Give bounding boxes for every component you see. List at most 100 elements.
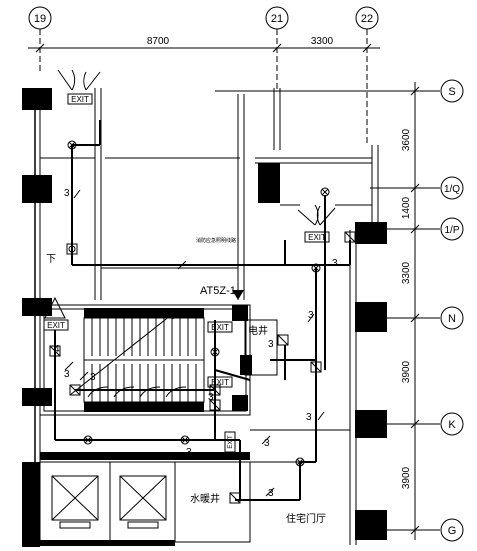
elec-shaft-label: 电井 [248,324,268,337]
column [22,298,52,316]
wire-count-label: 3 [208,392,214,403]
light-fixture-icon [311,263,321,273]
axis-label-S: S [448,86,455,98]
wire-count-marks [64,189,325,497]
wire-count-label: 3 [64,188,70,199]
grid-axis-S: S [215,79,464,103]
wall-light-icon [69,384,81,396]
column [355,410,387,438]
column [22,388,52,406]
door-right-block [297,204,336,226]
down-label: 下 [46,254,56,265]
elevator-left [51,475,99,529]
wall-light-fixtures [49,231,356,504]
wall-segment [40,540,110,546]
grid-axis-22: 22 [355,6,379,145]
grid-axis-G: G [386,518,464,542]
dim-right-4: 3900 [401,360,412,383]
wire-count-label: 3 [264,438,270,449]
dim-top-1: 8700 [147,36,170,47]
wire-count-label: 3 [268,488,274,499]
exit-label: EXIT [71,95,89,104]
column [355,510,387,540]
light-fixture-icon [295,457,305,467]
column [355,302,387,332]
wall-light-icon [277,334,289,346]
dim-right-2: 1400 [401,196,412,219]
grid-axis-19: 19 [28,6,52,72]
wall-light-icon [310,361,322,373]
exit-label: EXIT [211,378,229,387]
light-fixture-icon [210,347,220,357]
wall-light-icon [344,231,356,243]
cable-note-label: 消防应急照明线路 [196,237,236,244]
grid-axis-K: K [386,412,464,436]
right-dimension: 3600 1400 3300 3900 3900 [401,82,420,540]
column [22,462,40,547]
water-shaft-label: 水暖井 [190,492,220,505]
exit-signs: EXIT EXIT EXIT EXIT EXIT EXIT [43,93,330,453]
dim-right-1: 3600 [401,128,412,151]
light-fixture-icon [320,187,330,197]
top-dimension: 8700 3300 [28,36,380,53]
axis-label-21: 21 [271,13,283,25]
elevator-right [119,475,167,529]
emergency-wiring [54,120,351,501]
exit-sign-icon: EXIT [207,376,233,388]
column [355,222,387,244]
wire-count-label: 3 [268,339,274,350]
lobby-label: 住宅门厅 [286,512,326,525]
wire-count-label: 3 [308,310,314,321]
wire-count-label: 3 [90,372,96,383]
axis-label-N: N [448,313,456,325]
exit-label: EXIT [228,435,234,449]
wall-light-icon [49,345,61,357]
axis-label-22: 22 [361,13,373,25]
axis-label-1P: 1/P [444,225,459,236]
distribution-panel [232,290,252,375]
staircase [44,296,205,403]
axis-label-1Q: 1/Q [444,184,460,195]
light-fixture-icon [180,435,190,445]
light-fixture-icon [83,435,93,445]
light-fixture-icon [67,140,77,150]
wall-segment [84,308,204,318]
exit-sign-icon: EXIT [207,321,233,333]
column [232,395,248,411]
grid-axis-1Q: 1/Q [370,176,464,200]
wire-count-label: 3 [64,369,70,380]
emergency-light-fixtures [67,140,330,467]
exit-sign-icon: EXIT [43,319,69,331]
axis-label-K: K [448,419,456,431]
column [22,175,52,203]
wall-light-icon [229,492,241,504]
exit-sign-icon: EXIT [67,93,93,105]
column [258,163,280,203]
wire-count-label: 3 [332,258,338,269]
wall-segment [84,402,204,412]
columns [22,88,387,547]
exit-sign-icon: EXIT [224,431,236,453]
panel-label: AT5Z-1 [200,285,236,297]
exit-label: EXIT [308,233,326,242]
exit-label: EXIT [211,323,229,332]
axis-label-G: G [448,525,457,537]
wire-count-label: 3 [306,412,312,423]
dim-right-5: 3900 [401,466,412,489]
dim-right-3: 3300 [401,261,412,284]
wall-segment [110,540,175,546]
door-top-left [57,69,101,91]
grid-axis-21: 21 [265,6,289,90]
exit-label: EXIT [47,321,65,330]
wire-count-label: 4 [54,344,60,355]
grid-axis-N: N [386,306,464,330]
dim-top-2: 3300 [311,36,334,47]
column [232,305,248,321]
wall-light-icon [209,399,221,411]
column [22,88,52,110]
exit-sign-icon: EXIT [304,231,330,243]
grid-axis-1P: 1/P [386,217,464,241]
axis-label-19: 19 [34,13,46,25]
wall-segment [40,452,250,460]
